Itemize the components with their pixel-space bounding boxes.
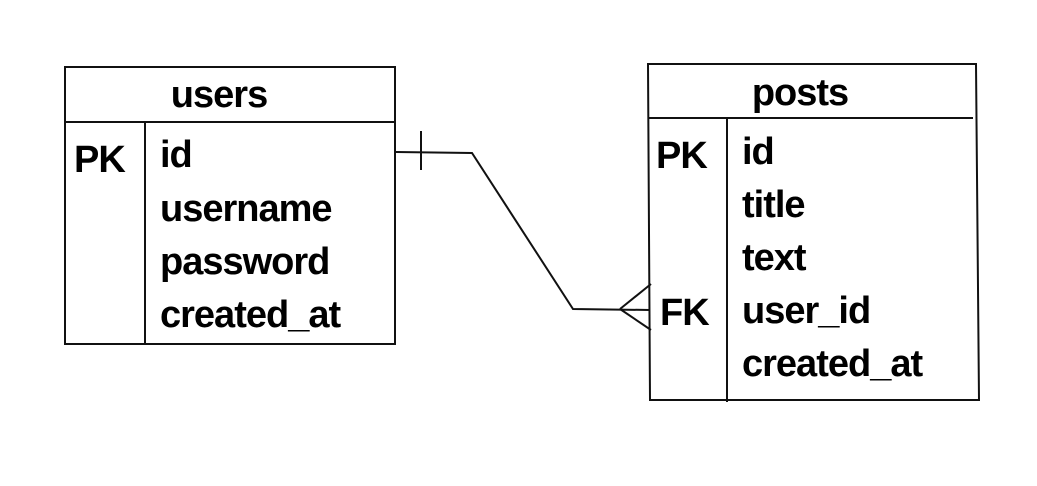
posts-field-1: id	[742, 131, 774, 173]
posts-key-1: PK	[656, 135, 708, 177]
relationship-line	[395, 151, 651, 311]
users-field-4: created_at	[160, 294, 341, 336]
posts-field-5: created_at	[742, 343, 923, 385]
posts-table-title: posts	[752, 72, 848, 114]
users-field-3: password	[160, 241, 329, 283]
users-table-title: users	[171, 74, 267, 116]
many-crowfoot-lower	[619, 308, 652, 331]
many-crowfoot-upper	[619, 283, 652, 310]
users-entity: users PK id username password created_at	[64, 66, 396, 345]
users-table-border	[64, 66, 396, 345]
users-field-2: username	[160, 188, 332, 230]
users-field-1: id	[160, 134, 192, 176]
posts-field-2: title	[742, 184, 805, 226]
posts-table-border	[646, 63, 981, 401]
posts-entity: posts PK id title text FK user_id create…	[646, 63, 981, 402]
users-key-1: PK	[74, 139, 126, 181]
posts-field-3: text	[742, 237, 807, 279]
posts-key-4: FK	[660, 292, 710, 334]
relationship-connector	[395, 131, 652, 331]
posts-field-4: user_id	[742, 290, 870, 332]
